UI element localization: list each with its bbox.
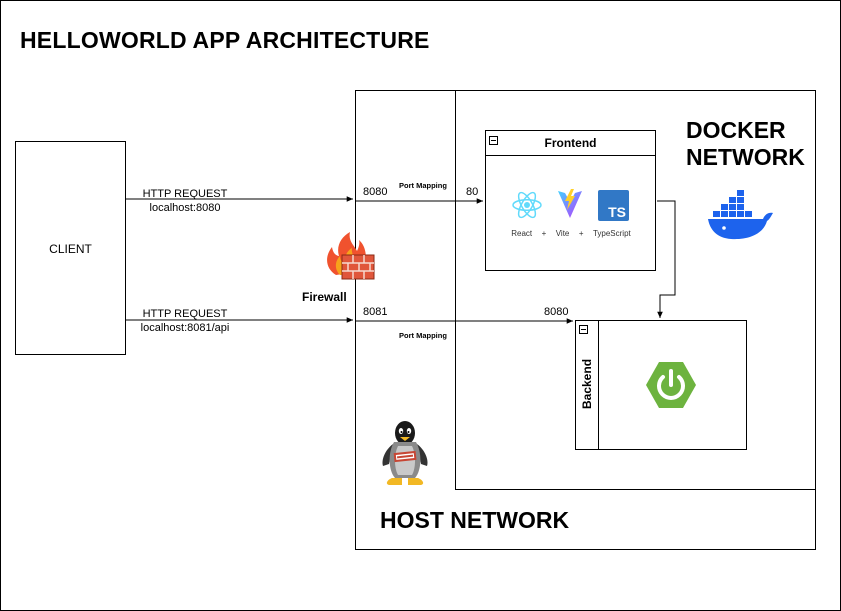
tech-react: React	[511, 229, 533, 238]
host-network-label: HOST NETWORK	[380, 507, 570, 533]
frontend-collapse-icon[interactable]	[489, 136, 498, 145]
host-port-8080: 8080	[363, 186, 388, 198]
tech-plus-1: +	[541, 229, 547, 238]
frontend-tech-caption: React + Vite + TypeScript	[498, 223, 644, 241]
container-port-80: 80	[466, 186, 479, 198]
request-label-8081: HTTP REQUEST localhost:8081/api	[140, 308, 230, 334]
spring-boot-icon	[645, 361, 697, 409]
port-mapping-label-backend: Port Mapping	[399, 331, 447, 340]
firewall-label: Firewall	[302, 290, 347, 304]
container-port-8080: 8080	[544, 306, 569, 318]
request-label-8080: HTTP REQUEST localhost:8080	[142, 188, 228, 214]
docker-whale-icon	[707, 190, 775, 242]
docker-network-label: DOCKER NETWORK	[686, 117, 805, 170]
frontend-title: Frontend	[544, 136, 597, 150]
diagram-title: HELLOWORLD APP ARCHITECTURE	[20, 27, 430, 53]
typescript-icon: TS	[598, 190, 629, 221]
client-label: CLIENT	[49, 242, 92, 256]
typescript-badge-text: TS	[608, 204, 626, 220]
backend-collapse-icon[interactable]	[579, 325, 588, 334]
tech-typescript: TypeScript	[592, 229, 631, 238]
frontend-header: Frontend	[486, 131, 655, 156]
backend-header-divider	[598, 320, 599, 450]
frontend-to-backend-arrow	[657, 200, 676, 318]
linux-oracle-penguin-icon	[375, 420, 435, 488]
tech-plus-2: +	[578, 229, 584, 238]
tech-vite: Vite	[555, 229, 570, 238]
react-icon	[511, 190, 543, 220]
vite-icon	[557, 188, 583, 220]
port-mapping-label-frontend: Port Mapping	[399, 181, 447, 190]
host-port-8081: 8081	[363, 306, 388, 318]
client-box: CLIENT	[15, 141, 126, 355]
firewall-icon	[324, 231, 376, 281]
